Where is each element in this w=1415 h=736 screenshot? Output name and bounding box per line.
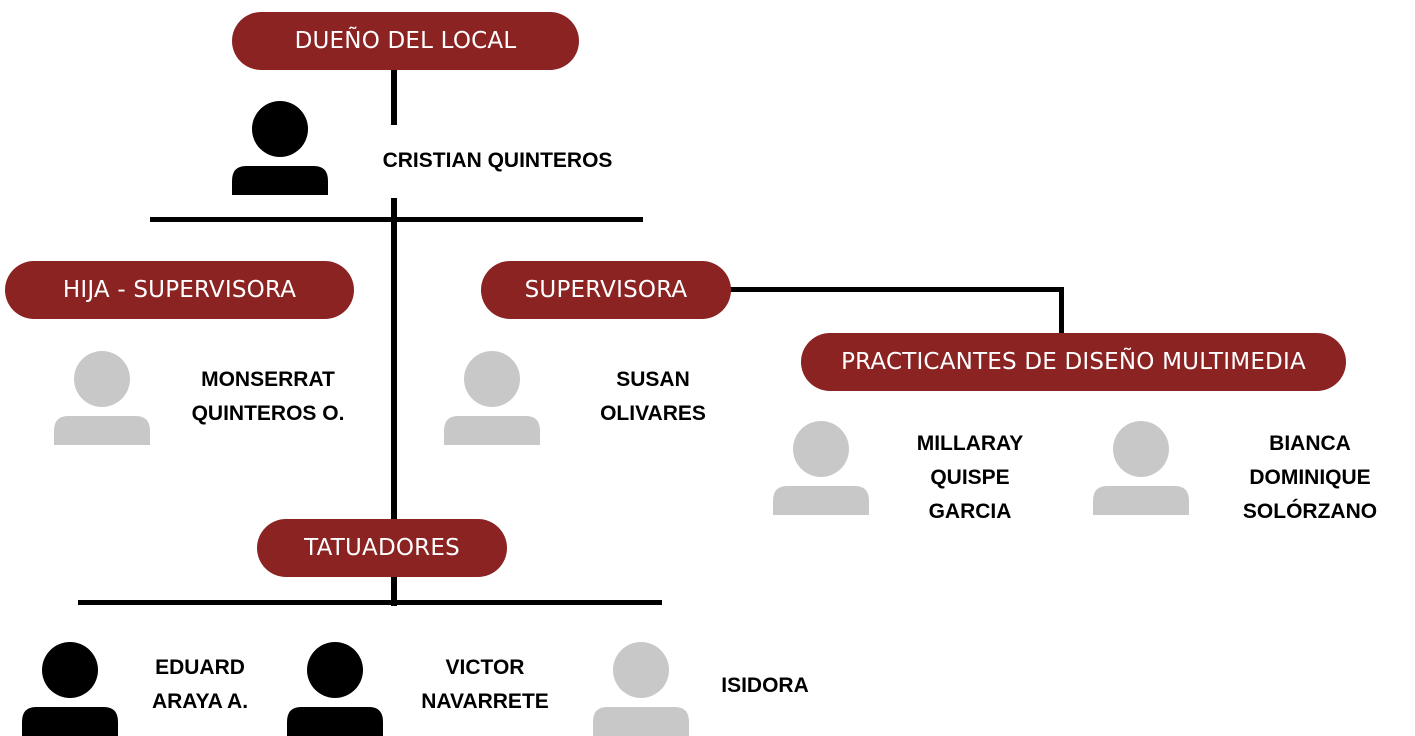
person-icon bbox=[287, 642, 383, 736]
connector-owner-vertical bbox=[391, 70, 397, 125]
name-owner: CRISTIAN QUINTEROS bbox=[382, 149, 613, 172]
name-intern-2: BIANCA DOMINIQUE SOLÓRZANO bbox=[1242, 432, 1378, 523]
name-intern-1: MILLARAY QUISPE GARCIA bbox=[916, 432, 1024, 523]
person-icon bbox=[232, 101, 328, 195]
name-daughter-supervisor: MONSERRAT QUINTEROS O. bbox=[191, 368, 345, 425]
role-tattooers: TATUADORES bbox=[257, 519, 507, 577]
role-owner: DUEÑO DEL LOCAL bbox=[232, 12, 579, 70]
connector-main-vertical bbox=[391, 198, 397, 606]
person-icon-gray bbox=[444, 351, 540, 445]
person-icon-gray bbox=[1093, 421, 1189, 515]
name-tattooer-1: EDUARD ARAYA A. bbox=[151, 656, 249, 713]
name-tattooer-2: VICTOR NAVARRETE bbox=[421, 656, 549, 713]
name-supervisor: SUSAN OLIVARES bbox=[600, 368, 706, 425]
role-daughter-supervisor: HIJA - SUPERVISORA bbox=[5, 261, 354, 319]
connector-supervisor-horizontal bbox=[728, 287, 1064, 292]
connector-interns-vertical bbox=[1059, 287, 1064, 337]
name-tattooer-3: ISIDORA bbox=[721, 674, 809, 697]
person-icon bbox=[22, 642, 118, 736]
person-icon-gray bbox=[593, 642, 689, 736]
person-icon-gray bbox=[773, 421, 869, 515]
role-interns: PRACTICANTES DE DISEÑO MULTIMEDIA bbox=[801, 333, 1346, 391]
person-icon-gray bbox=[54, 351, 150, 445]
connector-top-horizontal bbox=[150, 217, 643, 222]
connector-bottom-horizontal bbox=[78, 600, 662, 605]
role-supervisor: SUPERVISORA bbox=[481, 261, 731, 319]
